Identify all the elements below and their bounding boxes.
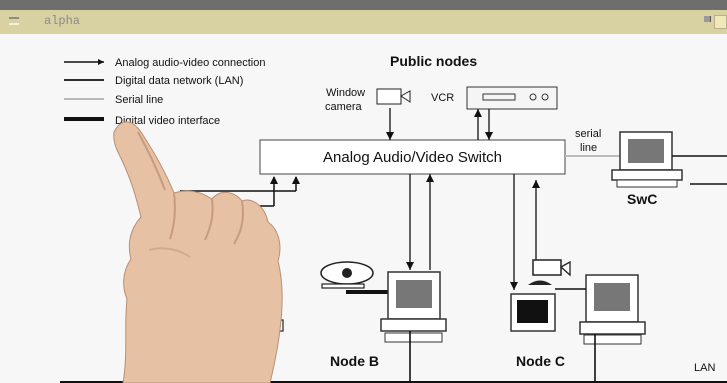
node-b-label: Node B (330, 353, 379, 369)
node-b-screen-icon (396, 280, 432, 308)
pointing-hand (113, 121, 283, 383)
window-camera-label-line1: Window (326, 87, 365, 99)
legend-label-analog: Analog audio-video connection (115, 57, 265, 69)
right-computer-screen-icon (594, 283, 630, 311)
legend-label-digital-video: Digital video interface (115, 115, 220, 127)
vcr-slot-icon (482, 93, 516, 101)
legend-label-serial: Serial line (115, 94, 163, 106)
lan-label: LAN (694, 362, 715, 374)
node-b-base-icon (380, 318, 447, 332)
vcr-button-icon (541, 93, 549, 101)
window-title: alpha (44, 14, 81, 28)
node-c-label: Node C (516, 353, 565, 369)
window-camera-label-line2: camera (325, 101, 363, 113)
node-b-camera-lens-icon (342, 268, 352, 278)
serial-line-label-line1: serial (575, 128, 601, 140)
window-menu-icon[interactable] (9, 17, 19, 25)
swc-label: SwC (627, 191, 657, 207)
window-camera-lens-icon (400, 90, 411, 103)
node-b-keyboard-icon (384, 332, 443, 343)
legend-label-lan: Digital data network (LAN) (115, 75, 243, 87)
legend-arrow-icon (98, 59, 104, 65)
vcr-button-icon (529, 93, 537, 101)
analog-audio-video-switch (259, 139, 566, 175)
swc-base-icon (611, 169, 683, 181)
window-camera-icon (376, 88, 402, 105)
serial-line-label-line2: line (580, 142, 597, 154)
switch-label: Analog Audio/Video Switch (323, 149, 502, 166)
right-computer-keyboard-icon (583, 334, 642, 345)
node-c-camera-base-icon (528, 280, 552, 285)
right-computer-base-icon (579, 321, 646, 335)
public-nodes-label: Public nodes (390, 53, 477, 69)
swc-keyboard-icon (616, 179, 678, 188)
maximize-icon[interactable] (704, 16, 711, 22)
node-c-tv-screen-icon (517, 300, 548, 323)
node-c-camera-icon (532, 259, 562, 276)
vcr-icon (466, 86, 558, 110)
vcr-label: VCR (431, 92, 454, 104)
application-window: alpha (0, 10, 727, 383)
swc-screen-icon (628, 139, 664, 163)
